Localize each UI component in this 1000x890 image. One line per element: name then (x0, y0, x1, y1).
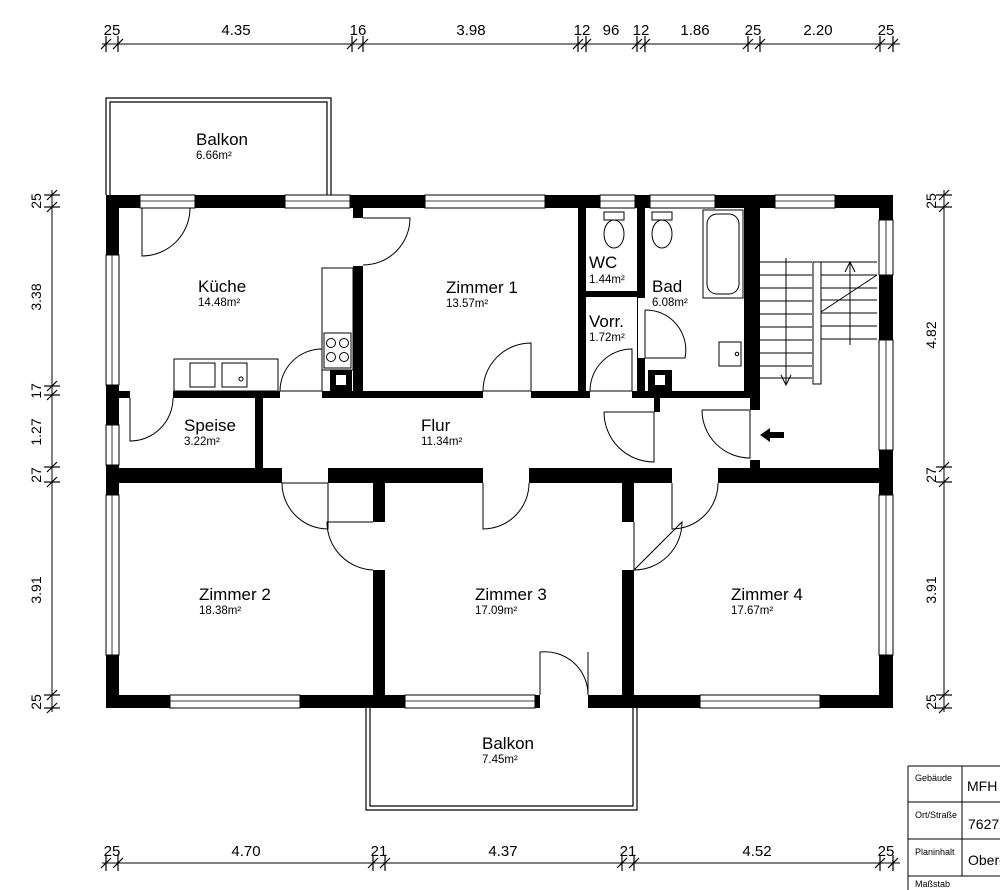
dim-bottom-4: 21 (620, 843, 637, 860)
tb-ort-value: 7627 (968, 816, 999, 832)
room-area-balkon-top: 6.66m² (196, 150, 232, 162)
dim-right-3: 3.91 (923, 576, 939, 603)
room-area-vorr: 1.72m² (589, 332, 625, 344)
room-area-zimmer3: 17.09m² (475, 605, 517, 617)
title-block: Gebäude MFH Ort/Straße 7627 Planinhalt O… (907, 765, 1000, 890)
tb-planinhalt-label: Planinhalt (915, 847, 955, 857)
dim-top-10: 25 (878, 22, 895, 39)
washbasin-icon (718, 341, 742, 367)
windows (105, 194, 894, 709)
dim-top-8: 25 (745, 22, 762, 39)
tb-gebaeude-label: Gebäude (915, 773, 952, 783)
dim-bottom-2: 21 (371, 843, 388, 860)
dim-top-1: 4.35 (221, 22, 250, 39)
bottom-dimension-labels: 25 4.70 21 4.37 21 4.52 25 (104, 843, 895, 860)
room-area-wc: 1.44m² (589, 274, 625, 286)
bad-toilet-icon (651, 211, 673, 249)
entrance-arrow-icon (760, 428, 784, 442)
dim-bottom-1: 4.70 (231, 843, 260, 860)
left-dimension-chain (44, 189, 60, 714)
room-area-speise: 3.22m² (184, 436, 220, 448)
room-area-kueche: 14.48m² (198, 297, 240, 309)
room-area-zimmer1: 13.57m² (446, 298, 488, 310)
room-name-kueche: Küche (198, 277, 246, 296)
room-name-vorr: Vorr. (589, 312, 624, 331)
wc-toilet-icon (603, 211, 625, 249)
dim-left-0: 25 (28, 193, 44, 209)
dim-right-1: 4.82 (923, 321, 939, 348)
room-labels: Balkon 6.66m² Küche 14.48m² Zimmer 1 13.… (184, 130, 803, 766)
bottom-dimension-chain (100, 855, 900, 871)
top-dimension-chain (100, 36, 900, 52)
dim-top-4: 12 (574, 22, 591, 39)
tb-ort-label: Ort/Straße (915, 810, 957, 820)
room-name-zimmer1: Zimmer 1 (446, 278, 518, 297)
dim-bottom-0: 25 (104, 843, 121, 860)
door-openings (130, 218, 760, 708)
room-name-balkon-bottom: Balkon (482, 734, 534, 753)
room-name-zimmer2: Zimmer 2 (199, 585, 271, 604)
dim-top-0: 25 (104, 22, 121, 39)
staircase (760, 258, 878, 387)
room-name-bad: Bad (652, 277, 682, 296)
balcony-bottom-outline (365, 708, 638, 811)
dim-left-2: 17 (28, 383, 44, 399)
dim-right-2: 27 (923, 467, 939, 483)
left-dimension-labels: 25 3.38 17 1.27 27 3.91 25 (28, 193, 44, 710)
dim-top-5: 96 (603, 22, 620, 39)
dim-top-2: 16 (350, 22, 367, 39)
dim-top-9: 2.20 (803, 22, 832, 39)
room-name-zimmer4: Zimmer 4 (731, 585, 803, 604)
dim-bottom-5: 4.52 (742, 843, 771, 860)
room-name-balkon-top: Balkon (196, 130, 248, 149)
dim-left-3: 1.27 (28, 418, 44, 445)
window-glass-lines (111, 200, 887, 702)
dim-left-5: 3.91 (28, 576, 44, 603)
dim-left-1: 3.38 (28, 283, 44, 310)
tb-massstab-label: Maßstab (915, 879, 950, 889)
dim-top-7: 1.86 (680, 22, 709, 39)
tb-gebaeude-value: MFH (967, 778, 997, 794)
balcony-top-outline (105, 97, 332, 195)
room-area-zimmer2: 18.38m² (199, 605, 241, 617)
room-name-flur: Flur (421, 416, 451, 435)
room-area-bad: 6.08m² (652, 297, 688, 309)
dim-top-6: 12 (633, 22, 650, 39)
tb-planinhalt-value: Oberg (968, 852, 1000, 868)
chimney-shafts (330, 370, 672, 391)
right-dimension-chain (936, 189, 952, 714)
right-dimension-labels: 25 4.82 27 3.91 25 (923, 193, 939, 710)
room-name-wc: WC (589, 253, 617, 272)
walls (106, 195, 893, 708)
dim-bottom-3: 4.37 (488, 843, 517, 860)
top-dimension-labels: 25 4.35 16 3.98 12 96 12 1.86 25 2.20 25 (104, 22, 895, 39)
room-area-flur: 11.34m² (421, 436, 463, 448)
dim-left-4: 27 (28, 467, 44, 483)
room-name-speise: Speise (184, 416, 236, 435)
room-area-zimmer4: 17.67m² (731, 605, 773, 617)
bathtub-icon (702, 209, 744, 299)
dim-left-6: 25 (28, 694, 44, 710)
room-area-balkon-bottom: 7.45m² (482, 754, 518, 766)
room-name-zimmer3: Zimmer 3 (475, 585, 547, 604)
dim-bottom-6: 25 (878, 843, 895, 860)
dim-right-4: 25 (923, 694, 939, 710)
dim-right-0: 25 (923, 193, 939, 209)
dim-top-3: 3.98 (456, 22, 485, 39)
